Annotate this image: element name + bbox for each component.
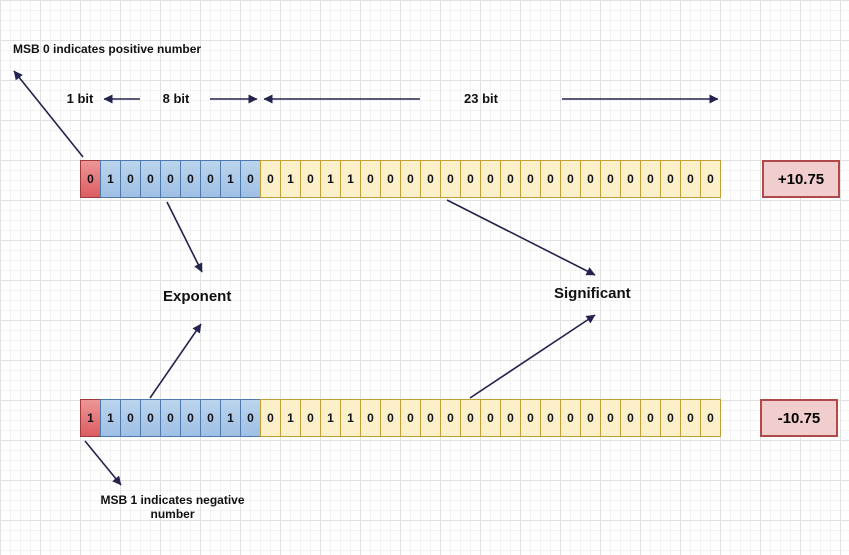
bit-cell: 0 [620, 399, 641, 437]
bit-cell: 0 [160, 399, 181, 437]
bit-cell: 0 [260, 399, 281, 437]
bit-cell: 0 [520, 160, 541, 198]
bit-cell: 0 [520, 399, 541, 437]
bit-cell: 0 [180, 160, 201, 198]
bit-cell: 0 [600, 160, 621, 198]
sign-bit-cell: 0 [80, 160, 101, 198]
bit-cell: 0 [140, 160, 161, 198]
bit-cell: 1 [340, 160, 361, 198]
bit-cell: 0 [700, 399, 721, 437]
bit-cell: 0 [400, 399, 421, 437]
arrow-sign-to-msb1 [84, 440, 122, 486]
bit-cell: 0 [680, 399, 701, 437]
bit-cell: 1 [220, 160, 241, 198]
bit-cell: 1 [280, 160, 301, 198]
bit-cell: 0 [500, 399, 521, 437]
bit-cell: 0 [200, 160, 221, 198]
bit-cell: 0 [120, 160, 141, 198]
bit-cell: 0 [460, 399, 481, 437]
bit-cell: 0 [420, 160, 441, 198]
significand-label: Significant [554, 285, 631, 302]
bit-cell: 1 [280, 399, 301, 437]
mantissa-width-label: 23 bit [464, 91, 498, 106]
bit-cell: 0 [180, 399, 201, 437]
bit-cell: 0 [380, 160, 401, 198]
bit-cell: 0 [440, 399, 461, 437]
bit-cell: 0 [620, 160, 641, 198]
bit-cell: 1 [220, 399, 241, 437]
exponent-width-label: 8 bit [162, 91, 190, 106]
bit-cell: 0 [660, 160, 681, 198]
bit-cell: 0 [400, 160, 421, 198]
bit-cell: 0 [660, 399, 681, 437]
bit-cell: 0 [580, 160, 601, 198]
bit-cell: 1 [100, 399, 121, 437]
bit-cell: 1 [320, 160, 341, 198]
bit-cell: 0 [480, 160, 501, 198]
arrow-row2-to-exponent-label [149, 323, 202, 399]
bit-cell: 0 [240, 160, 261, 198]
bit-cell: 0 [360, 160, 381, 198]
value-box-negative: -10.75 [760, 399, 838, 437]
arrow-row1-to-exponent-label [166, 201, 203, 273]
bit-cell: 0 [120, 399, 141, 437]
bit-cell: 0 [640, 399, 661, 437]
bit-cell: 0 [380, 399, 401, 437]
bit-cell: 0 [480, 399, 501, 437]
bit-cell: 0 [260, 160, 281, 198]
bit-cell: 0 [240, 399, 261, 437]
bit-cell: 0 [160, 160, 181, 198]
bit-cell: 0 [140, 399, 161, 437]
msb0-note: MSB 0 indicates positive number [13, 42, 202, 56]
bit-cell: 1 [100, 160, 121, 198]
bit-cell: 0 [680, 160, 701, 198]
bit-cell: 0 [500, 160, 521, 198]
bit-cell: 0 [460, 160, 481, 198]
sign-bit-cell: 1 [80, 399, 101, 437]
bit-cell: 0 [300, 160, 321, 198]
bit-cell: 1 [340, 399, 361, 437]
sign-width-label: 1 bit [66, 91, 94, 106]
bit-cell: 0 [540, 399, 561, 437]
bit-cell: 0 [440, 160, 461, 198]
bit-cell: 0 [640, 160, 661, 198]
msb1-note: MSB 1 indicates negative number [100, 493, 245, 521]
bit-cell: 0 [560, 160, 581, 198]
arrow-sign-to-msb0 [13, 70, 84, 158]
arrow-row2-to-significand-label [469, 314, 596, 399]
value-box-positive: +10.75 [762, 160, 840, 198]
bit-cell: 0 [540, 160, 561, 198]
bit-cell: 0 [560, 399, 581, 437]
bit-cell: 0 [580, 399, 601, 437]
exponent-label: Exponent [163, 288, 232, 305]
bit-cell: 0 [360, 399, 381, 437]
bit-cell: 0 [200, 399, 221, 437]
bit-cell: 0 [420, 399, 441, 437]
bit-cell: 0 [600, 399, 621, 437]
bit-cell: 0 [700, 160, 721, 198]
arrow-row1-to-significand-label [446, 199, 596, 276]
bit-cell: 0 [300, 399, 321, 437]
bit-cell: 1 [320, 399, 341, 437]
